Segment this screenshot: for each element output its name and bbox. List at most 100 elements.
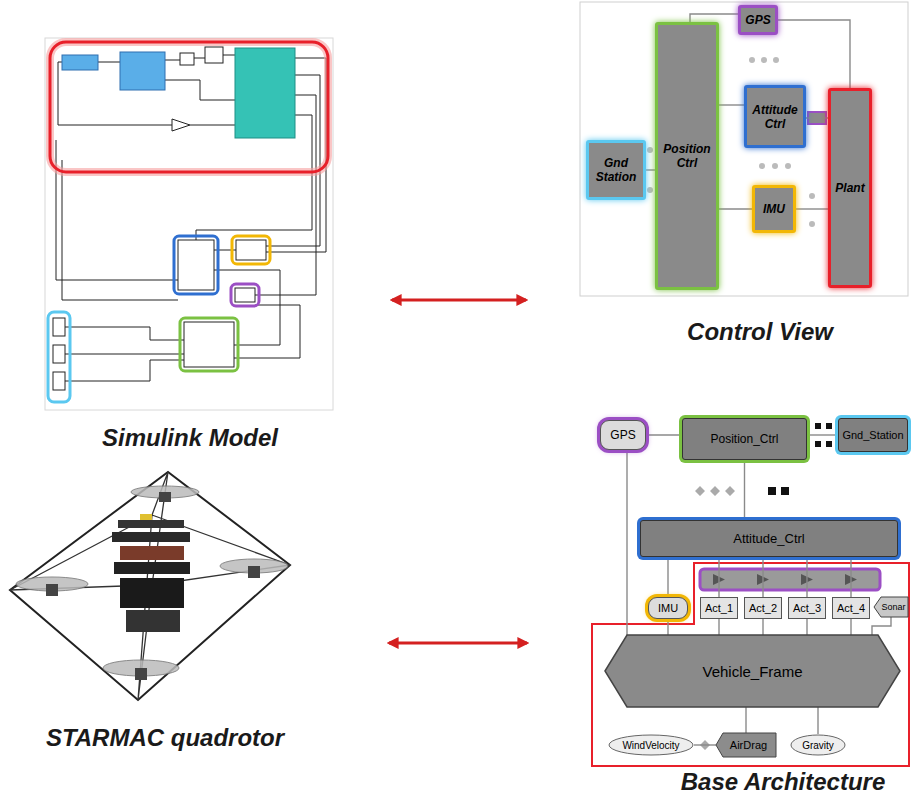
circuit-board	[114, 562, 190, 574]
block-label: GPS	[610, 428, 635, 442]
block-label: Position Ctrl	[660, 142, 714, 170]
environment-component: AirDrag	[716, 733, 776, 757]
block-label: Gnd Station	[591, 156, 641, 184]
battery-pack	[126, 610, 180, 632]
gain-triangles	[713, 574, 857, 585]
simulink-block	[178, 240, 214, 290]
controller-component: Position_Ctrl	[682, 418, 807, 460]
panel-caption: Base Architecture	[681, 768, 886, 795]
port-dot	[647, 187, 653, 193]
motor	[248, 566, 260, 578]
actuator-component: Act_3	[788, 597, 826, 619]
highlight-outline	[48, 312, 70, 402]
highlight-outline	[50, 42, 328, 172]
panel-caption: Control View	[687, 318, 833, 345]
highlight-glow	[50, 42, 328, 172]
panel-caption-holder: STARMAC quadrotor	[46, 724, 284, 752]
signal-connector	[817, 707, 818, 734]
signal-connector	[850, 557, 851, 597]
simulink-block	[53, 318, 65, 336]
signal-connector	[646, 169, 655, 170]
block-label: Vehicle_Frame	[702, 663, 802, 680]
block-label: Act_1	[705, 602, 733, 614]
signal-connector	[778, 20, 850, 88]
tag-outline	[716, 733, 776, 757]
block-label: Gnd_Station	[842, 429, 903, 441]
environment-ellipse: WindVelocity	[608, 734, 694, 756]
block-label: IMU	[658, 602, 678, 614]
signal-connector	[806, 619, 807, 635]
signal-connector	[745, 707, 746, 733]
signal-connector	[806, 117, 828, 118]
base-architecture-decor	[592, 423, 909, 766]
simulink-block	[235, 288, 255, 302]
port-dot	[759, 163, 765, 169]
circuit-board	[112, 532, 190, 542]
ground-station-block: Gnd Station	[586, 140, 646, 200]
port-dot	[809, 221, 815, 227]
circuit-board	[118, 520, 184, 528]
gps-block: GPS	[738, 5, 778, 35]
signal-connector	[719, 104, 744, 105]
plant-block: Plant	[828, 88, 872, 288]
actuator-component: Act_2	[744, 597, 782, 619]
signal-connector	[807, 434, 838, 435]
block-label: Act_3	[793, 602, 821, 614]
sensor-component: GPS	[600, 420, 646, 450]
signal-connector	[806, 557, 807, 597]
block-label: Attitude_Ctrl	[733, 531, 805, 546]
actuator-component: Act_4	[832, 597, 870, 619]
highlight-outline	[231, 284, 259, 306]
panel-caption-holder: Base Architecture	[681, 768, 886, 796]
position-controller-block: Position Ctrl	[655, 22, 719, 290]
vehicle-frame-wire	[10, 472, 290, 700]
signal-connector	[667, 557, 668, 597]
block-label: GPS	[745, 13, 770, 27]
simulink-block	[62, 55, 98, 70]
port-dot	[749, 57, 755, 63]
component	[140, 514, 152, 520]
simulink-block	[184, 322, 234, 367]
simulink-block	[236, 240, 266, 260]
block-label: IMU	[763, 202, 785, 216]
signal-connector	[667, 619, 668, 635]
panel-caption-holder: Control View	[687, 318, 833, 346]
actuator-component: Act_1	[700, 597, 738, 619]
block-label: Gravity	[802, 740, 834, 751]
ground-station-component: Gnd_Station	[838, 418, 908, 452]
port-dot	[773, 57, 779, 63]
panel-caption: Simulink Model	[102, 424, 278, 451]
attitude-controller-block: Attitude Ctrl	[744, 85, 806, 148]
sensor-component: IMU	[648, 597, 688, 619]
plant-region-outline	[592, 563, 909, 766]
battery-pack	[120, 578, 184, 608]
tag-outline	[874, 597, 908, 617]
screenshot-frame	[45, 38, 333, 410]
motor	[46, 584, 58, 596]
simulink-block	[53, 372, 65, 390]
block-label: Plant	[835, 181, 864, 195]
signal-connector	[719, 208, 752, 209]
quadrotor-photo	[10, 472, 290, 700]
panel-caption: STARMAC quadrotor	[46, 724, 284, 751]
signal-connector	[796, 208, 828, 209]
ellipse-outline	[609, 735, 693, 755]
sensor-component: Sonar	[874, 597, 908, 617]
signal-connector	[718, 619, 719, 635]
signal-connector	[744, 460, 745, 520]
imu-block: IMU	[752, 185, 796, 233]
signal-connector	[762, 557, 763, 597]
port-dot	[809, 193, 815, 199]
block-label: Act_4	[837, 602, 865, 614]
signal-connector	[850, 619, 851, 635]
signal-connector	[762, 619, 763, 635]
signal-connector	[690, 14, 738, 22]
signal-connector	[626, 450, 627, 635]
block-label: AirDrag	[730, 739, 767, 751]
panel-background	[580, 2, 908, 296]
controller-component: Attitude_Ctrl	[640, 520, 898, 557]
signal-connector	[646, 434, 682, 435]
highlight-outline	[180, 318, 238, 371]
block-label: Act_2	[749, 602, 777, 614]
